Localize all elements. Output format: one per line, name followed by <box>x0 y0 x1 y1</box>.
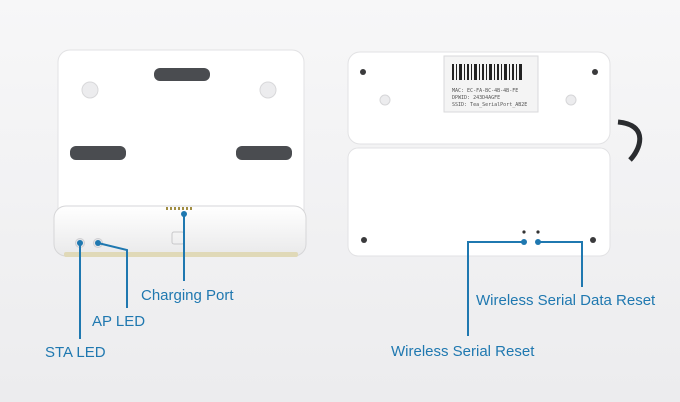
sta-led-label: STA LED <box>45 344 106 361</box>
charging-dock <box>53 205 307 257</box>
wireless-serial-reset-label: Wireless Serial Reset <box>391 343 535 360</box>
right-slot <box>236 146 292 160</box>
left-screw-hole <box>81 81 99 99</box>
screw <box>360 69 366 75</box>
wireless-serial-reset-hole <box>522 230 526 234</box>
top-slot <box>154 68 210 81</box>
right-base-module <box>347 147 611 257</box>
callout-wireless-serial-data-reset <box>538 241 583 287</box>
wireless-serial-data-reset-hole <box>536 230 540 234</box>
dock-edge <box>64 252 298 257</box>
wireless-serial-data-reset-label: Wireless Serial Data Reset <box>476 292 656 309</box>
ap-led-label: AP LED <box>92 313 146 330</box>
callout-dots <box>77 211 541 246</box>
screw-hole <box>565 94 577 106</box>
charging-port-pins <box>166 207 192 210</box>
sticker-line-2: DPWID: 243D4AGFE <box>452 95 500 101</box>
left-slot <box>70 146 126 160</box>
barcode <box>452 64 522 80</box>
screw <box>592 69 598 75</box>
cable <box>617 119 643 162</box>
callout-ap-led <box>97 242 128 308</box>
callout-wireless-serial-reset <box>467 241 524 336</box>
callout-lines <box>79 214 583 339</box>
screw <box>590 237 596 243</box>
sticker-line-1: MAC: EC-FA-BC-4B-4B-FE <box>452 88 518 94</box>
left-device <box>53 49 307 257</box>
screw-hole <box>379 94 391 106</box>
screw <box>361 237 367 243</box>
charging-port-label: Charging Port <box>141 287 234 304</box>
sticker-line-3: SSID: Tea_SerialPort_AB2E <box>452 102 527 108</box>
right-device: MAC: EC-FA-BC-4B-4B-FE DPWID: 243D4AGFE … <box>347 51 643 257</box>
right-screw-hole <box>259 81 277 99</box>
